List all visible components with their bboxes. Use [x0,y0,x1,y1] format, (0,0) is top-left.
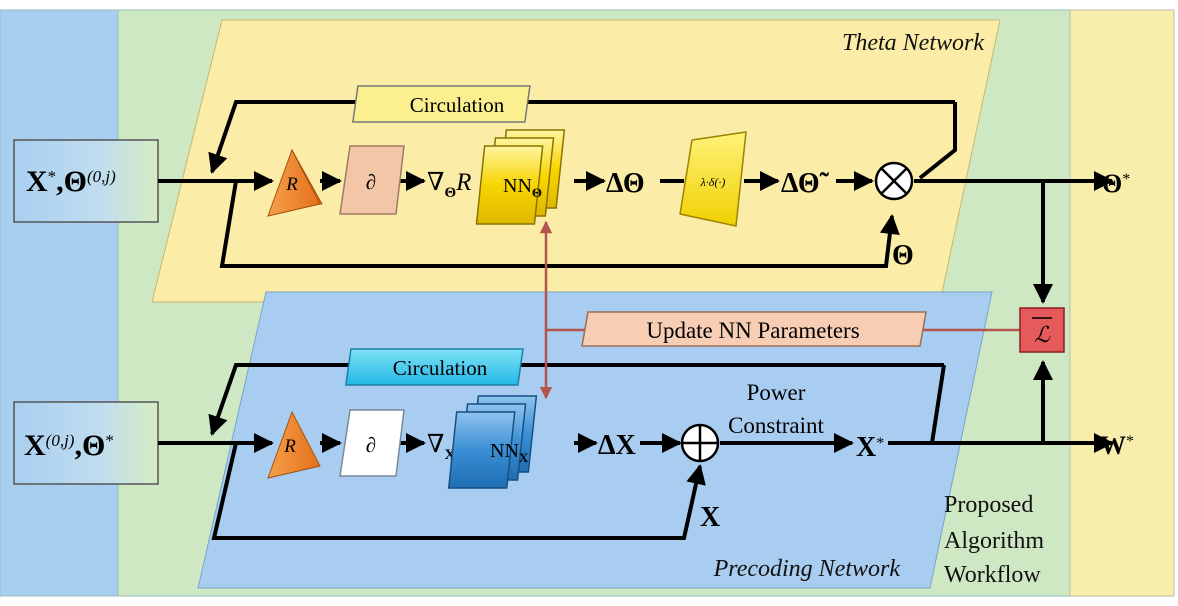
loss-box [1019,307,1065,353]
precoding-r-label: R [283,436,296,457]
theta-gradient-label: ∇ΘR [427,169,471,201]
theta-input-label: X*,Θ(0,j) [26,165,116,198]
precoding-circulation-box [345,348,524,386]
theta-network-title: Theta Network [842,30,984,56]
precoding-partial-label: ∂ [366,433,376,457]
nn-x-label: NNX [490,440,529,465]
theta-path [158,100,1114,304]
theta-partial-block [339,145,405,215]
theta-circulation-label: Circulation [410,93,505,117]
nn-theta-label: NNΘ [503,175,542,200]
workflow-line-3: Workflow [944,562,1041,588]
theta-input-box [13,139,159,223]
theta-r-block-face [267,148,321,217]
precoding-input-label: X(0,j),Θ* [24,429,114,462]
loss-label: ℒ [1034,322,1051,347]
theta-feedback-label: Θ [892,240,914,271]
nn-x-layer-1 [447,411,516,489]
precoding-delta-label: ΔX [598,430,636,461]
workflow-line-1: Proposed [944,492,1033,518]
power-constraint-line-1: Power [747,380,806,405]
theta-output-label: Θ* [1102,169,1130,198]
workflow-line-2: Algorithm [944,528,1044,554]
update-nn-box [581,311,927,347]
precoding-feedback-label: X [700,502,720,533]
right-band [1069,9,1175,597]
theta-r-label: R [285,174,298,195]
left-band [0,9,119,597]
theta-scale-block [679,131,747,227]
precoding-output-label: W* [1100,431,1134,460]
theta-partial-label: ∂ [366,170,376,194]
theta-scale-label: λ·δ(·) [700,175,726,189]
precoding-x-star-label: X* [856,432,884,463]
nn-theta-layer-1 [475,145,544,225]
precoding-input-box [13,401,159,485]
theta-network-panel [151,19,1001,303]
update-links [539,220,1020,400]
precoding-partial-block [339,409,405,477]
theta-circulation-box [351,85,531,123]
precoding-network-title: Precoding Network [713,556,901,582]
precoding-r-block [267,410,321,479]
update-nn-label: Update NN Parameters [646,318,859,343]
precoding-circulation-label: Circulation [393,356,488,380]
theta-multiply-x2 [880,167,908,195]
power-constraint-line-2: Constraint [728,413,824,438]
theta-delta-label: ΔΘ [606,168,645,199]
